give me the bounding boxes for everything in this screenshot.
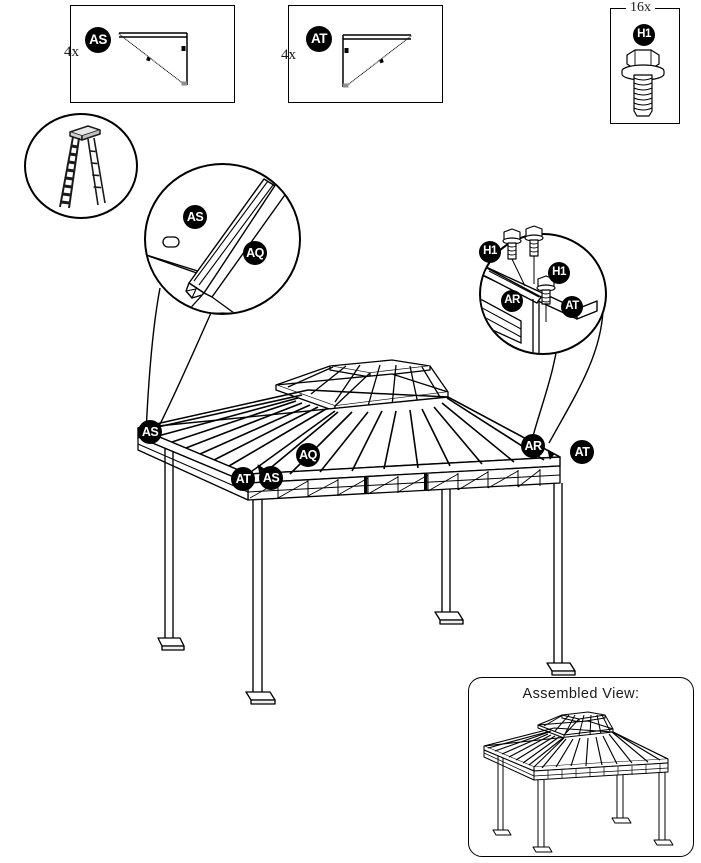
detail-right-bolt-2 (520, 225, 550, 286)
part-at-badge: AT (306, 26, 332, 52)
part-as-badge: AS (85, 27, 111, 53)
part-at-quantity: 4x (281, 47, 296, 63)
detail-left-bubble (144, 163, 301, 315)
hardware-h1-quantity: 16x (626, 0, 655, 16)
step-ladder-tool-circle (24, 113, 138, 219)
callout-badge-as-front: AS (259, 466, 283, 490)
detail-left-badge-as: AS (183, 205, 207, 229)
detail-right-badge-h1-a: H1 (479, 241, 501, 263)
callout-badge-aq: AQ (296, 443, 320, 467)
detail-right-badge-at: AT (561, 296, 583, 318)
assembled-view-title: Assembled View: (522, 686, 640, 702)
part-at-icon (325, 30, 415, 92)
detail-right-bolt-1 (498, 228, 528, 289)
callout-badge-at-front: AT (231, 467, 255, 491)
detail-left-badge-aq: AQ (243, 241, 267, 265)
step-ladder-icon (59, 125, 106, 209)
detail-right-bolt-3 (532, 275, 562, 324)
part-as-quantity: 4x (64, 44, 79, 60)
assembled-gazebo-illustration (478, 702, 684, 853)
hardware-h1-badge: H1 (633, 24, 655, 46)
gazebo-exploded-view (130, 340, 600, 705)
part-as-icon (115, 28, 205, 90)
detail-right-badge-ar: AR (501, 290, 523, 312)
callout-badge-as-left: AS (138, 420, 162, 444)
hex-flange-bolt-icon (615, 47, 671, 119)
part-box-at (288, 5, 443, 103)
callout-badge-ar: AR (521, 434, 545, 458)
detail-right-badge-h1-b: H1 (548, 262, 570, 284)
callout-badge-at-right: AT (570, 440, 594, 464)
part-box-as (70, 5, 235, 103)
